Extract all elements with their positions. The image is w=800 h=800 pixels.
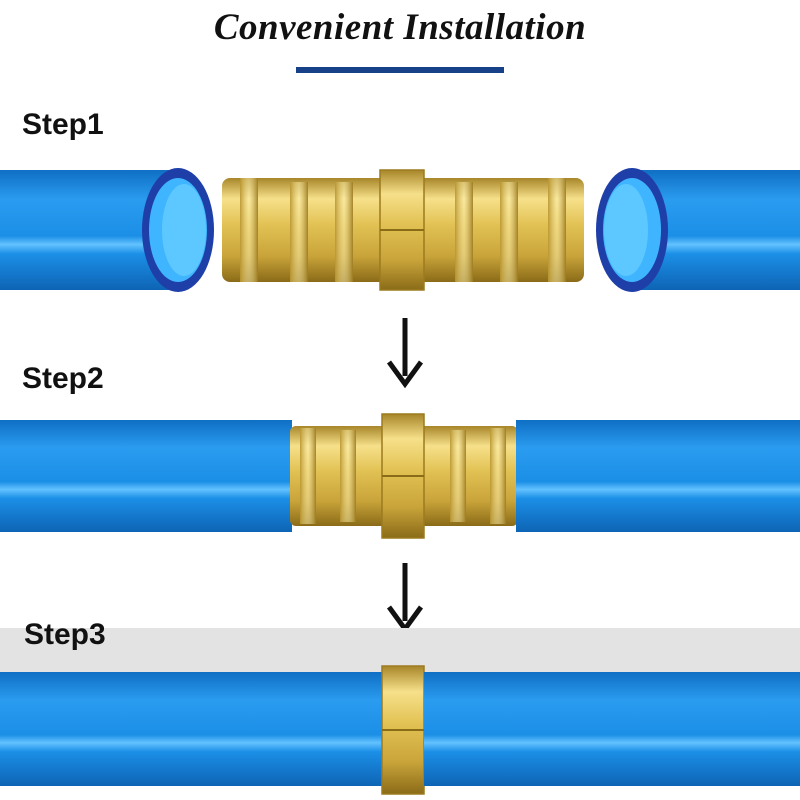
left-hose	[0, 672, 384, 786]
step2-label: Step2	[22, 362, 104, 395]
step1-illustration	[0, 168, 800, 292]
step3-label: Step3	[24, 618, 106, 651]
right-hose	[596, 168, 800, 292]
brass-barb-connector	[222, 169, 584, 291]
right-hose	[516, 420, 800, 532]
brass-barb-connector	[290, 413, 518, 539]
right-hose	[424, 672, 800, 786]
down-arrow-icon	[386, 318, 424, 389]
left-hose	[0, 168, 214, 292]
step1-label: Step1	[22, 108, 104, 141]
page-title: Convenient Installation	[213, 7, 587, 48]
brass-barb-connector	[381, 665, 425, 795]
left-hose	[0, 420, 292, 532]
step2-illustration	[0, 413, 800, 539]
step3-illustration	[0, 665, 800, 795]
down-arrow-icon	[386, 563, 424, 634]
title-underline	[296, 67, 504, 73]
